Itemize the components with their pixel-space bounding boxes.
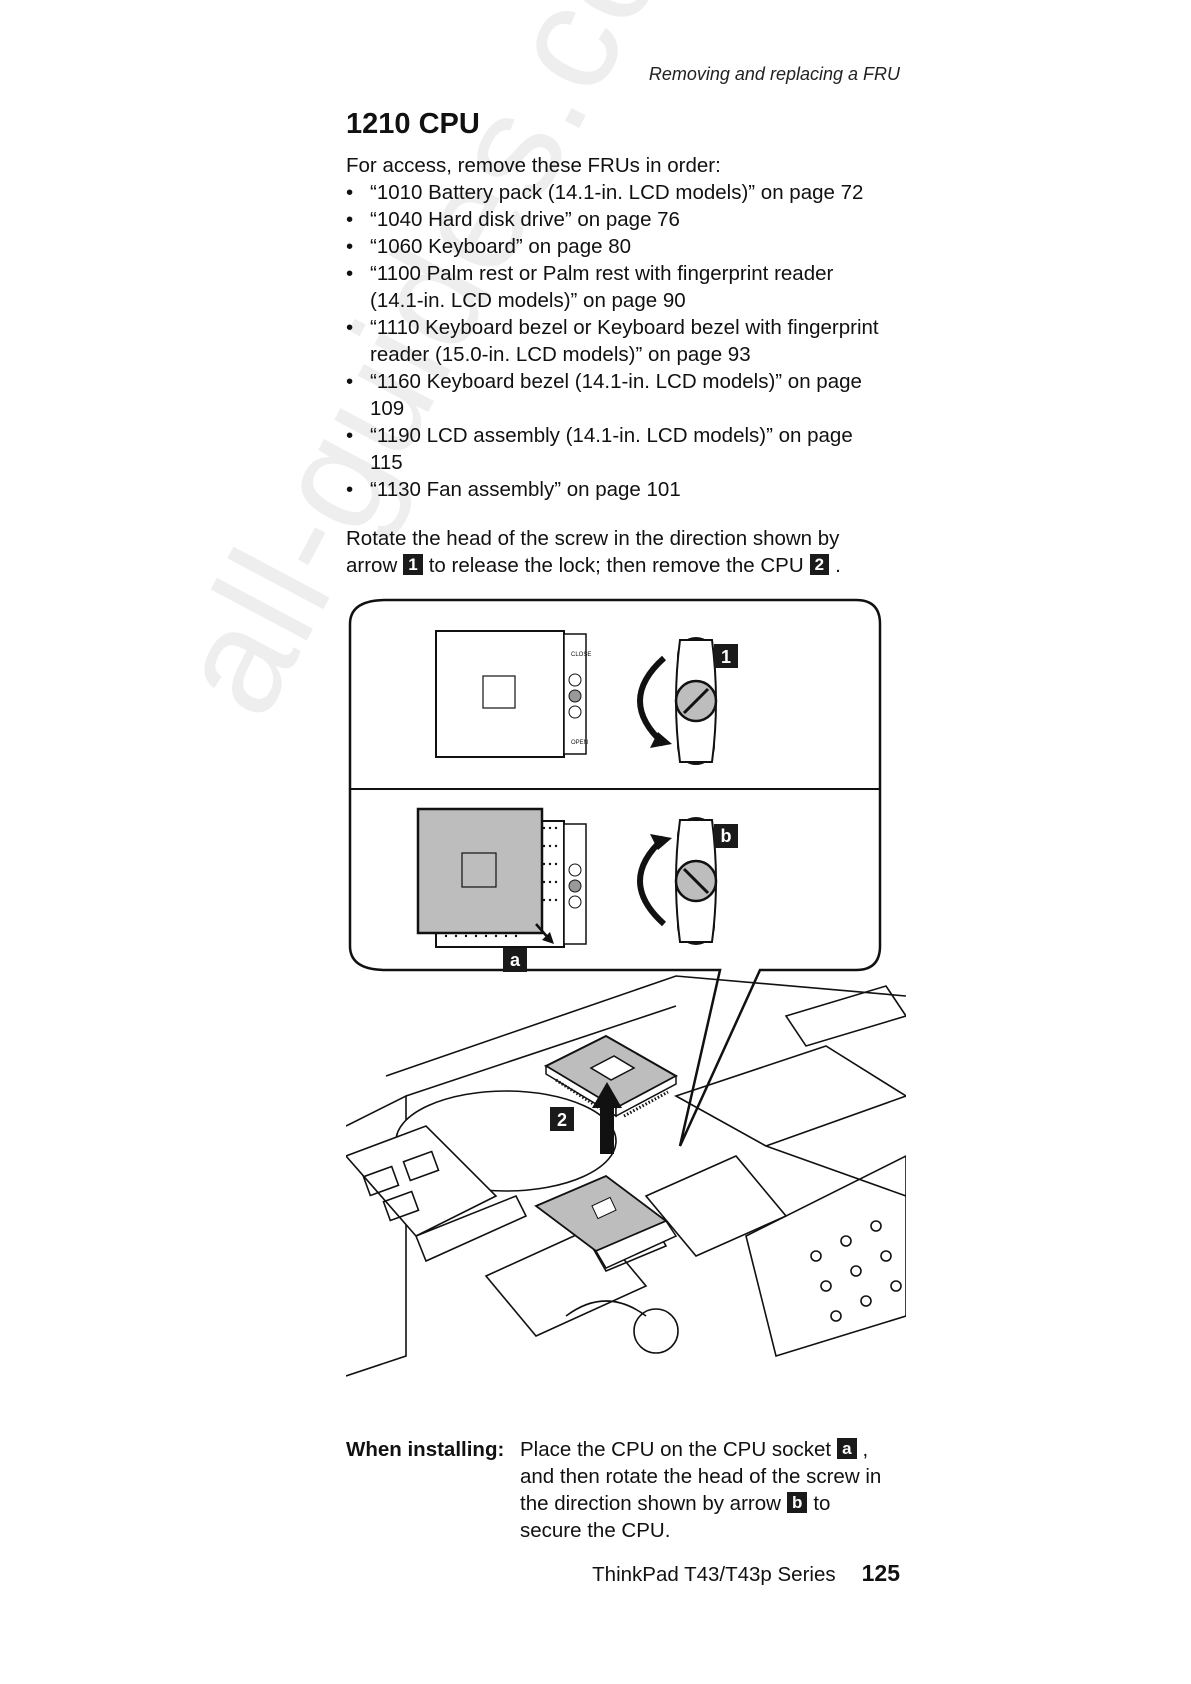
- screw-unlock-view: [637, 637, 718, 765]
- intro-text: For access, remove these FRUs in order:: [346, 154, 721, 177]
- fru-list-item: • “1160 Keyboard bezel (14.1-in. LCD mode…: [346, 368, 906, 422]
- rotate-counterclockwise-arrow: [637, 655, 667, 747]
- instruction-text-release: to release the lock; then remove the CPU: [428, 554, 804, 577]
- callout-a-marker: [503, 948, 527, 972]
- cpu-removal-figure: CLOSE OPEN 1: [346, 598, 906, 1377]
- fru-list-item-line: 115: [370, 451, 403, 474]
- callout-2-badge: 2: [809, 554, 830, 575]
- fru-list-item-line: “1040 Hard disk drive” on page 76: [370, 208, 680, 231]
- socket-with-cpu-view: [416, 807, 587, 948]
- fru-list-item-line: “1190 LCD assembly (14.1-in. LCD models)…: [370, 424, 853, 447]
- fru-list-item: • “1110 Keyboard bezel or Keyboard bezel …: [346, 314, 906, 368]
- when-installing-label: When installing:: [346, 1438, 505, 1461]
- fru-list-item: • “1060 Keyboard” on page 80: [346, 233, 906, 260]
- callout-1-badge: 1: [403, 554, 423, 575]
- bullet-icon: •: [346, 262, 354, 285]
- instruction-text-arrow: arrow: [346, 554, 398, 577]
- fru-list: • “1010 Battery pack (14.1-in. LCD models…: [346, 179, 906, 503]
- bullet-icon: •: [346, 235, 354, 258]
- callout-a-badge: a: [837, 1438, 857, 1459]
- fru-list-item-line: “1130 Fan assembly” on page 101: [370, 478, 681, 501]
- socket-top-view: CLOSE OPEN: [435, 630, 591, 758]
- fru-list-item: • “1130 Fan assembly” on page 101: [346, 476, 906, 503]
- page-number: 125: [861, 1560, 900, 1586]
- bullet-icon: •: [346, 316, 354, 339]
- callout-2-marker: [550, 1107, 574, 1131]
- instruction-line-1: Rotate the head of the screw in the dire…: [346, 527, 840, 550]
- lift-up-arrow: [592, 1082, 622, 1154]
- callout-b-marker: [714, 824, 738, 848]
- footer-series: ThinkPad T43/T43p Series: [592, 1563, 836, 1586]
- install-line-1-text: Place the CPU on the CPU socket: [520, 1438, 832, 1461]
- page-footer: ThinkPad T43/T43p Series 125: [560, 1560, 900, 1587]
- instruction-period: .: [835, 554, 841, 577]
- instruction-paragraph: Rotate the head of the screw in the dire…: [346, 525, 926, 579]
- socket-open-label: OPEN: [571, 740, 588, 746]
- screw-lock-view: [637, 817, 718, 945]
- bullet-icon: •: [346, 181, 354, 204]
- install-line-4: secure the CPU.: [520, 1519, 671, 1542]
- fru-list-item: • “1010 Battery pack (14.1-in. LCD models…: [346, 179, 906, 206]
- fru-list-item-line: “1160 Keyboard bezel (14.1-in. LCD model…: [370, 370, 862, 393]
- install-line-3-to: to: [813, 1492, 831, 1515]
- callout-b-marker-label: b: [721, 826, 732, 846]
- bullet-icon: •: [346, 478, 354, 501]
- fru-list-item-line: “1110 Keyboard bezel or Keyboard bezel w…: [370, 316, 879, 339]
- callout-1-marker-label: 1: [721, 647, 731, 667]
- cpu-socket-on-board: [534, 1174, 678, 1269]
- fru-list-item: • “1190 LCD assembly (14.1-in. LCD models…: [346, 422, 906, 476]
- bullet-icon: •: [346, 370, 354, 393]
- fru-list-item-line: “1100 Palm rest or Palm rest with finger…: [370, 262, 834, 285]
- fru-list-item-line: “1010 Battery pack (14.1-in. LCD models)…: [370, 181, 864, 204]
- callout-a-marker-label: a: [510, 950, 521, 970]
- callout-1-marker: [714, 644, 738, 668]
- install-line-3-text: the direction shown by arrow: [520, 1492, 781, 1515]
- bullet-icon: •: [346, 424, 354, 447]
- install-line-2: and then rotate the head of the screw in: [520, 1465, 882, 1488]
- install-line-1-comma: ,: [862, 1438, 869, 1461]
- section-title: 1210 CPU: [346, 108, 480, 140]
- fru-list-item-line: “1060 Keyboard” on page 80: [370, 235, 632, 258]
- fru-list-item-line: 109: [370, 397, 405, 420]
- fru-list-item-line: reader (15.0-in. LCD models)” on page 93: [370, 343, 751, 366]
- bullet-icon: •: [346, 208, 354, 231]
- fru-list-item-line: (14.1-in. LCD models)” on page 90: [370, 289, 686, 312]
- running-head: Removing and replacing a FRU: [648, 64, 900, 84]
- callout-2-marker-label: 2: [557, 1110, 567, 1130]
- socket-close-label: CLOSE: [571, 652, 591, 658]
- fru-list-item: • “1040 Hard disk drive” on page 76: [346, 206, 906, 233]
- fru-list-item: • “1100 Palm rest or Palm rest with finge…: [346, 260, 906, 314]
- rotate-clockwise-arrow: [637, 835, 667, 927]
- system-board-illustration: [346, 975, 906, 1377]
- callout-b-badge: b: [786, 1492, 808, 1513]
